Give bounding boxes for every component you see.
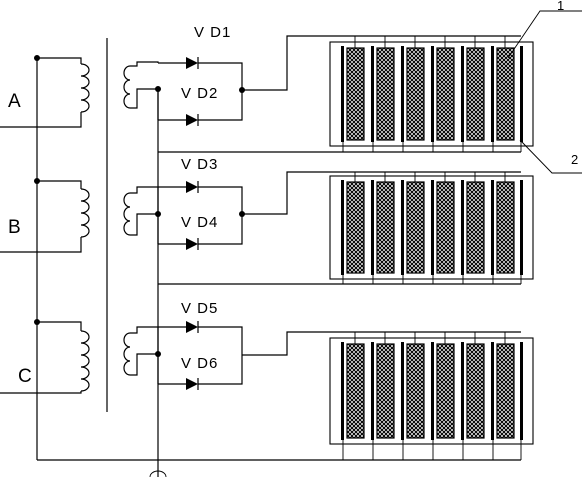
hatched-electrode [466,181,485,274]
plate [461,46,464,142]
label-vd5: V D5 [181,300,218,317]
phase-c-label: C [18,366,32,387]
rectifier-cell-3: V D5 V D6 [123,283,521,390]
callouts: 1 2 [507,0,582,174]
hatched-electrode [406,47,425,141]
plate [491,46,494,142]
hatched-electrode [376,47,395,141]
hatched-electrode [406,181,425,274]
plate [401,46,404,142]
phase-b-label: B [8,217,21,238]
plate [491,180,494,275]
hatched-electrode [496,343,515,439]
stack-housing [329,41,534,147]
primary-windings: A B C [0,55,90,460]
stack-housing [329,337,534,445]
hatched-electrode [346,181,365,274]
plate [401,180,404,275]
plate [341,342,344,440]
electrode-stack-3 [329,332,534,460]
plate [431,342,434,440]
hatched-electrode [496,181,515,274]
electrode-stack-1 [329,36,534,152]
plate [371,180,374,275]
plate [401,342,404,440]
hatched-electrode [466,47,485,141]
plate [461,342,464,440]
return-bus [37,86,521,477]
plate [371,342,374,440]
electrode-stack-2 [329,172,534,284]
label-vd6: V D6 [181,355,218,372]
rectifier-cell-1: V D1 V D2 [123,24,521,126]
plate [431,180,434,275]
plate [431,46,434,142]
plate [341,180,344,275]
label-vd1: V D1 [194,24,231,41]
hatched-electrode [436,47,455,141]
stack-housing [329,175,534,280]
hatched-electrode [376,181,395,274]
callout-1-label: 1 [557,0,564,13]
label-vd3: V D3 [181,156,218,173]
plate [461,180,464,275]
label-vd2: V D2 [181,85,218,102]
rectifier-cell-2: V D3 V D4 [123,151,521,250]
electrode-stacks [329,36,534,460]
plate [520,46,523,142]
plate [491,342,494,440]
plate [341,46,344,142]
hatched-electrode [496,47,515,141]
hatched-electrode [376,343,395,439]
hatched-electrode [346,47,365,141]
plate [520,180,523,275]
label-vd4: V D4 [181,214,218,231]
phase-a-label: A [8,91,21,112]
callout-2-label: 2 [571,152,578,167]
plate [520,342,523,440]
hatched-electrode [436,343,455,439]
plate [371,46,374,142]
hatched-electrode [406,343,425,439]
hatched-electrode [436,181,455,274]
hatched-electrode [346,343,365,439]
hatched-electrode [466,343,485,439]
